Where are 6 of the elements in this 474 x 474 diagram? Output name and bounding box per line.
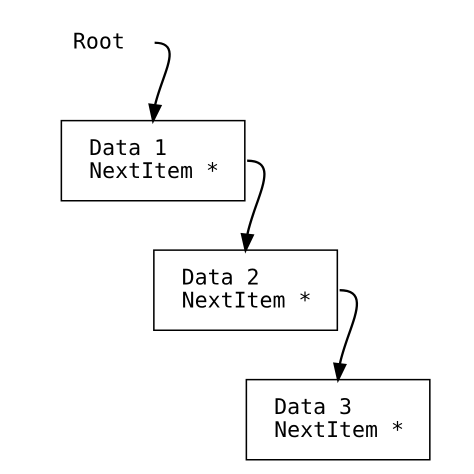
- node-box: Data 2 NextItem *: [152, 249, 338, 332]
- node-box: Data 1 NextItem *: [60, 120, 246, 202]
- node-text: Root: [72, 29, 124, 54]
- arrow: [240, 160, 265, 254]
- node-box: Data 3 NextItem *: [245, 378, 430, 461]
- arrow: [332, 289, 358, 384]
